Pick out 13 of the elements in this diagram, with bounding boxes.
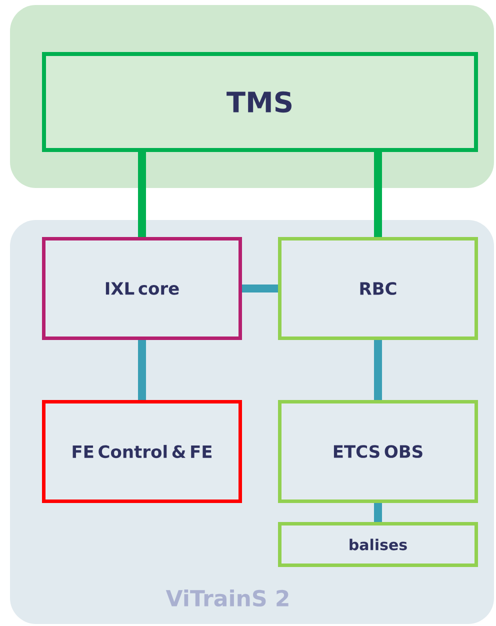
component-box: balises <box>278 522 478 567</box>
connector-line <box>138 340 146 400</box>
connector-line <box>374 152 382 237</box>
system-box: TMS <box>42 52 478 152</box>
connector-line <box>374 340 382 400</box>
connector-line <box>138 152 146 237</box>
connector-line <box>242 284 278 292</box>
region-label: ViTrainS 2 <box>166 590 288 607</box>
component-box: IXL core <box>42 237 242 340</box>
connector-line <box>374 503 382 522</box>
component-box: FE Control & FE <box>42 400 242 503</box>
component-box: ETCS OBS <box>278 400 478 503</box>
component-box: RBC <box>278 237 478 340</box>
